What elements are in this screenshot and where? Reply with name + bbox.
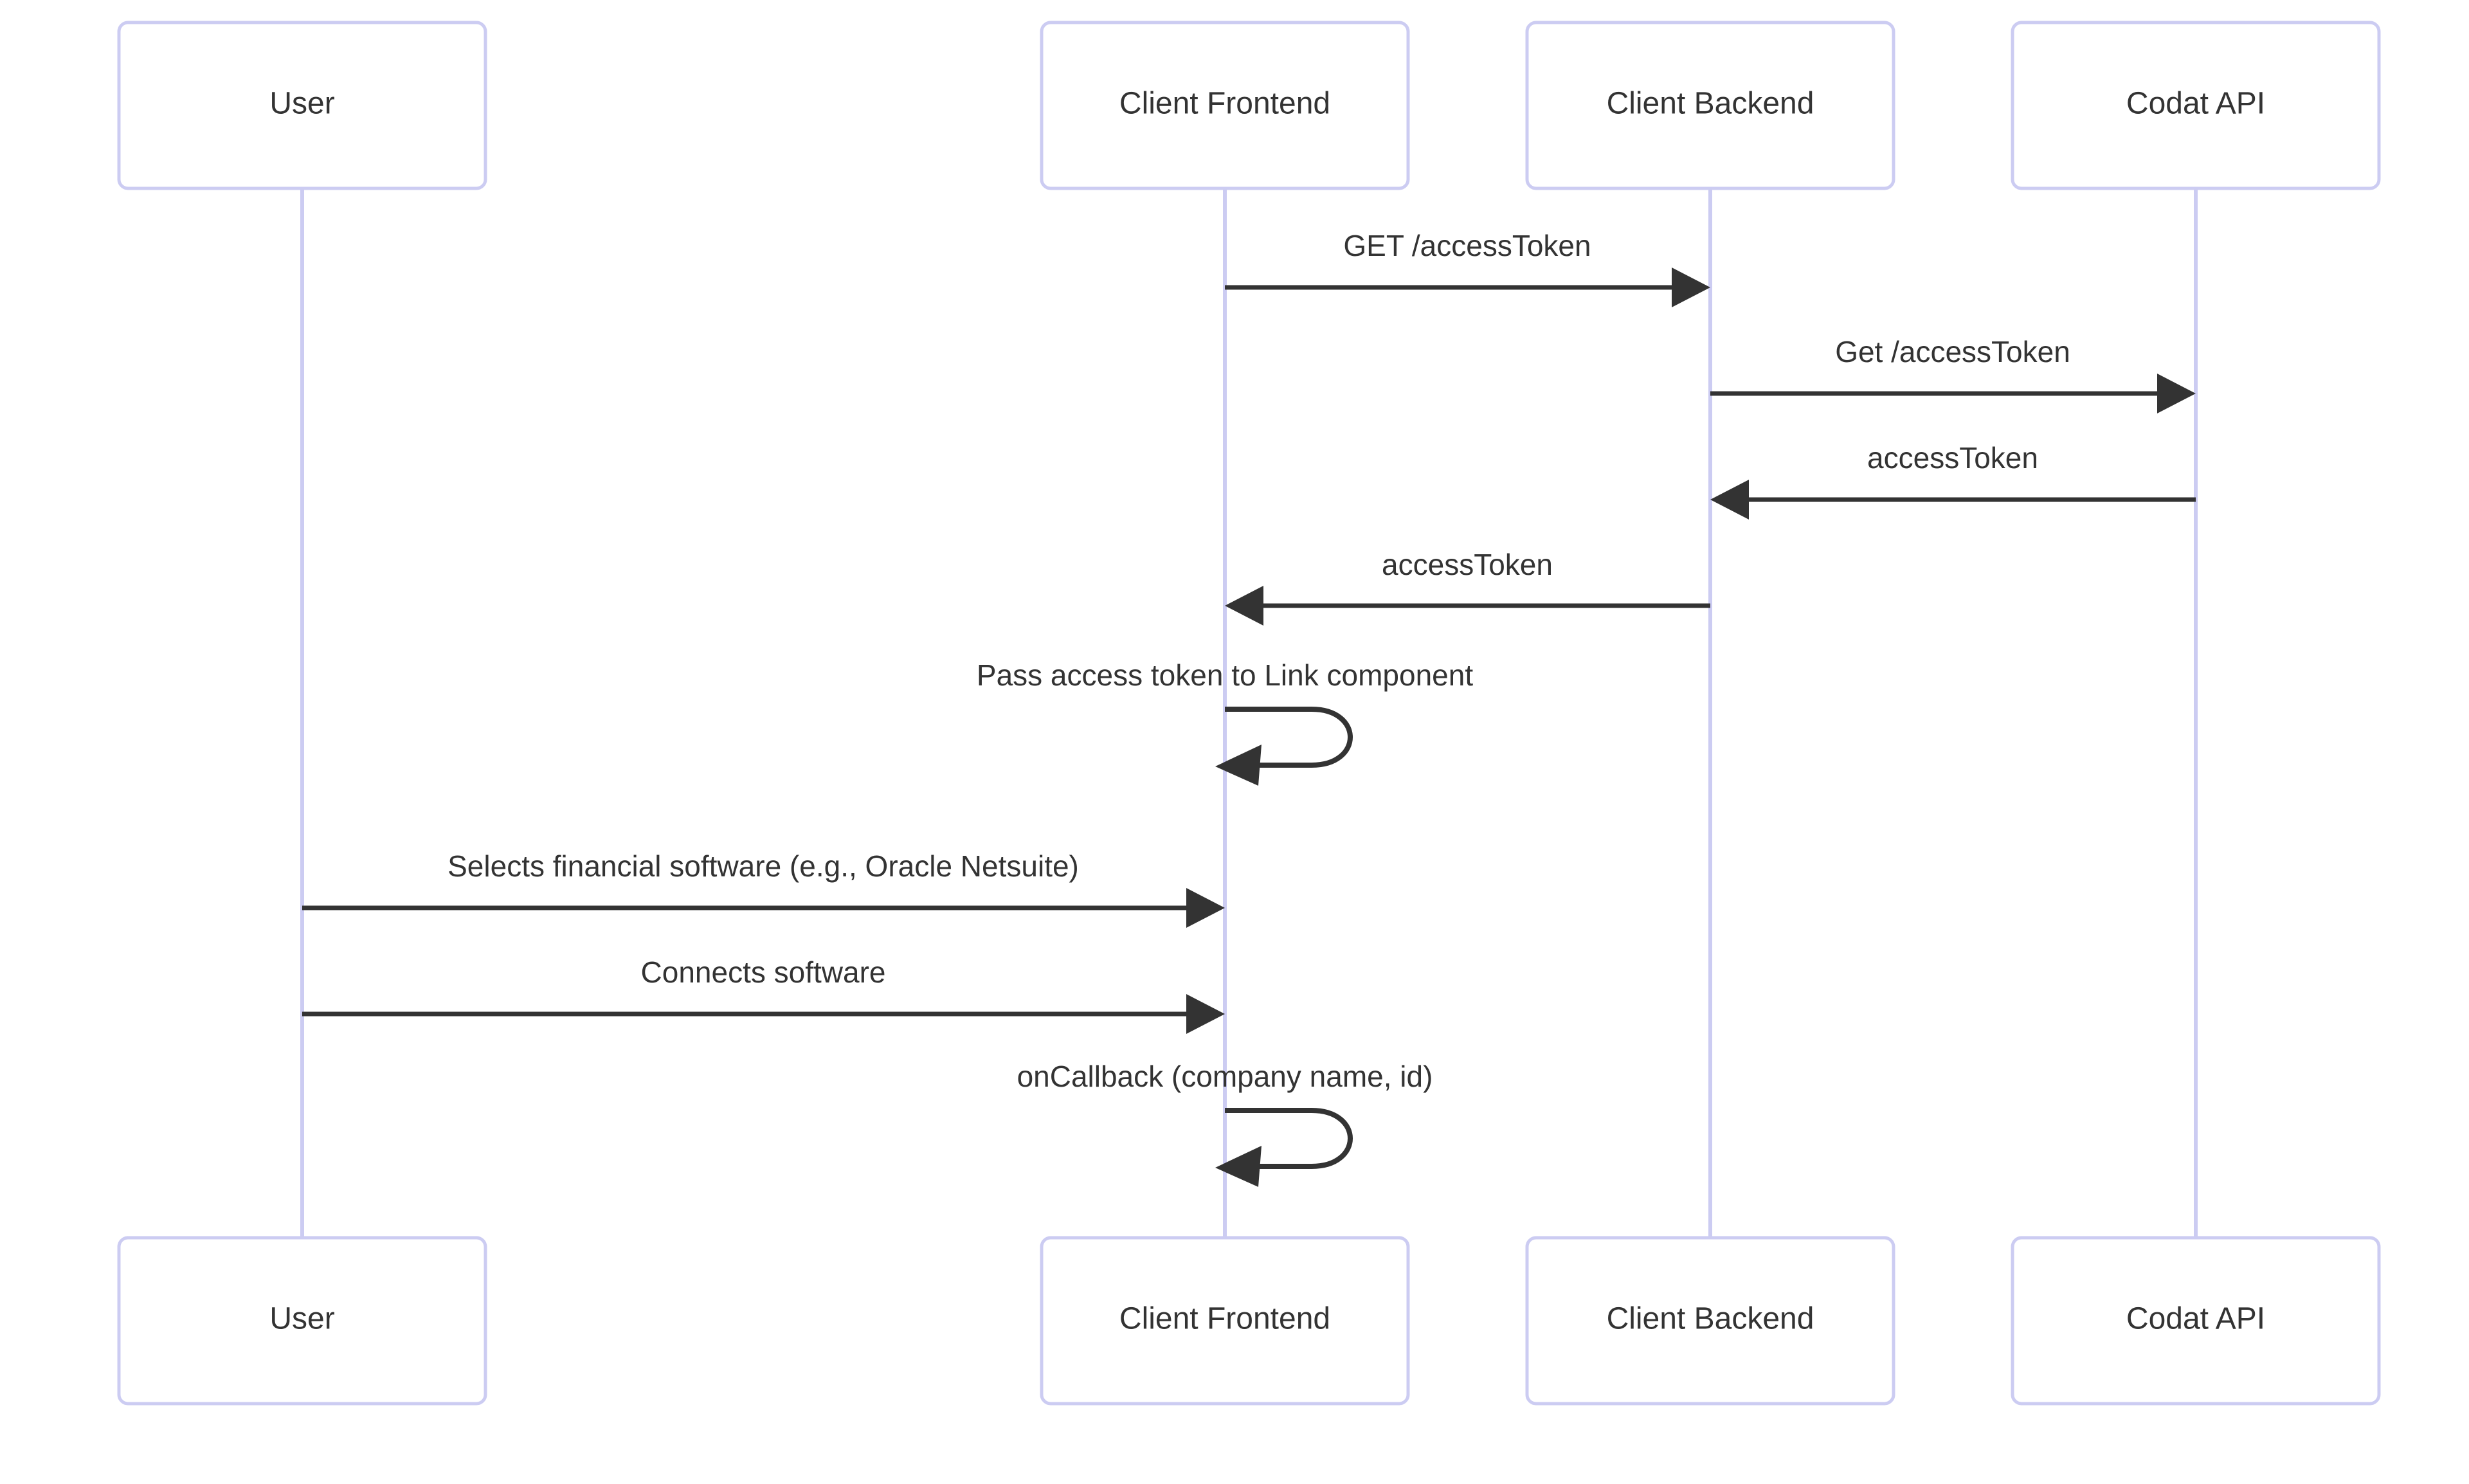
message-oncallback-self-loop[interactable]: onCallback (company name, id): [1017, 1060, 1433, 1187]
message-get-access-token-backend-codat[interactable]: Get /accessToken: [1710, 335, 2196, 413]
actor-top-user[interactable]: User: [117, 21, 487, 190]
actor-top-client-backend[interactable]: Client Backend: [1525, 21, 1895, 190]
actor-top-client-frontend[interactable]: Client Frontend: [1040, 21, 1410, 190]
actor-label: User: [269, 1302, 334, 1336]
actor-box-rect: [117, 1236, 487, 1406]
message-label: accessToken: [1382, 548, 1553, 581]
actor-boxes-top: User Client Frontend Client Backend Coda…: [117, 21, 2381, 190]
actor-label: Codat API: [2126, 87, 2265, 121]
arrow-head-right-icon: [1186, 888, 1225, 928]
actor-label: Codat API: [2126, 1302, 2265, 1336]
message-get-access-token-frontend-backend[interactable]: GET /accessToken: [1225, 229, 1710, 307]
message-self-loop-path: [1225, 1108, 1353, 1169]
actor-box-rect: [2011, 21, 2381, 190]
actor-box-rect: [1525, 21, 1895, 190]
message-label: Pass access token to Link component: [977, 658, 1473, 692]
message-pass-access-token-self-loop[interactable]: Pass access token to Link component: [977, 658, 1473, 786]
arrow-head-left-icon: [1215, 1146, 1262, 1187]
actor-bottom-user[interactable]: User: [117, 1236, 487, 1406]
arrow-head-right-icon: [1186, 994, 1225, 1034]
arrow-head-left-icon: [1215, 745, 1262, 786]
actor-label: Client Backend: [1607, 87, 1814, 121]
actor-top-codat-api[interactable]: Codat API: [2011, 21, 2381, 190]
arrow-head-left-icon: [1710, 480, 1749, 520]
message-access-token-backend-frontend[interactable]: accessToken: [1225, 548, 1710, 626]
actor-label: User: [269, 87, 334, 121]
actor-box-rect: [1040, 21, 1410, 190]
actor-label: Client Backend: [1607, 1302, 1814, 1336]
message-label: GET /accessToken: [1343, 229, 1591, 262]
message-label: onCallback (company name, id): [1017, 1060, 1433, 1093]
message-access-token-codat-backend[interactable]: accessToken: [1710, 441, 2196, 520]
arrow-head-left-icon: [1225, 586, 1263, 626]
actor-bottom-client-backend[interactable]: Client Backend: [1525, 1236, 1895, 1406]
actor-boxes-bottom: User Client Frontend Client Backend Coda…: [117, 1236, 2381, 1406]
actor-box-rect: [117, 21, 487, 190]
arrow-head-right-icon: [2157, 374, 2196, 413]
message-label: Get /accessToken: [1835, 335, 2070, 368]
message-selects-financial-software[interactable]: Selects financial software (e.g., Oracle…: [302, 849, 1225, 928]
message-self-loop-path: [1225, 707, 1353, 768]
actor-box-rect: [1040, 1236, 1410, 1406]
actor-bottom-codat-api[interactable]: Codat API: [2011, 1236, 2381, 1406]
actor-label: Client Frontend: [1119, 87, 1330, 121]
message-label: Connects software: [641, 955, 886, 989]
arrow-head-right-icon: [1672, 267, 1710, 307]
message-label: accessToken: [1867, 441, 2038, 475]
actor-box-rect: [1525, 1236, 1895, 1406]
message-label: Selects financial software (e.g., Oracle…: [448, 849, 1079, 883]
actor-bottom-client-frontend[interactable]: Client Frontend: [1040, 1236, 1410, 1406]
lifelines-group: [300, 188, 2198, 1238]
message-connects-software[interactable]: Connects software: [302, 955, 1225, 1034]
actor-label: Client Frontend: [1119, 1302, 1330, 1336]
actor-box-rect: [2011, 1236, 2381, 1406]
